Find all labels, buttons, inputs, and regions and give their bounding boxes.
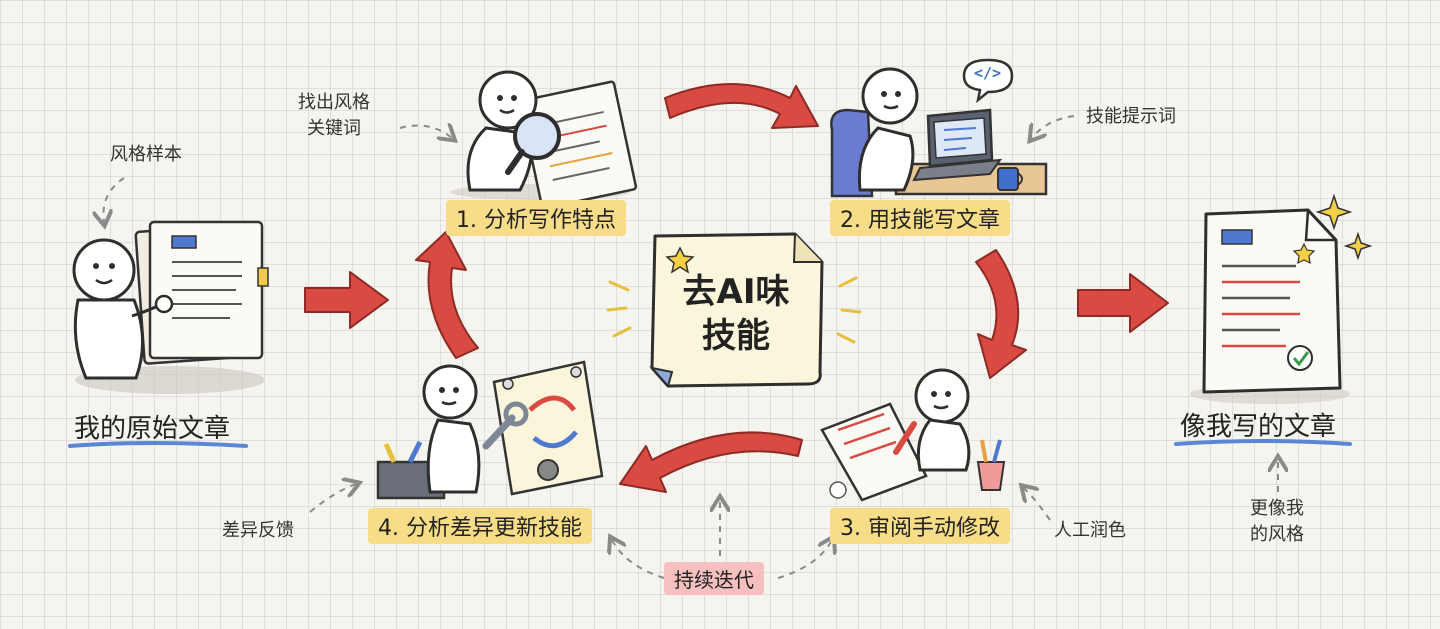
step1-person-magnifier xyxy=(450,72,636,209)
sparkle-icon xyxy=(1346,234,1370,258)
step1-annotation-line1: 找出风格 xyxy=(298,90,370,116)
left-annotation: 风格样本 xyxy=(110,142,182,168)
arrow-step3-to-step4 xyxy=(620,432,802,492)
arrow-step1-to-step2 xyxy=(665,84,818,128)
step3-person-editing xyxy=(822,370,1004,500)
right-finished-document xyxy=(1190,196,1370,404)
step2-annotation: 技能提示词 xyxy=(1086,104,1176,130)
step1-annotation-line2: 关键词 xyxy=(298,116,370,142)
arrow-left-to-cycle xyxy=(305,272,388,328)
right-annotation: 更像我 的风格 xyxy=(1250,496,1304,548)
step3-label: 3. 审阅手动修改 xyxy=(830,508,1010,544)
step4-annotation: 差异反馈 xyxy=(222,518,294,544)
step2-person-laptop xyxy=(831,60,1046,196)
sparkle-icon xyxy=(1318,196,1350,228)
step1-label: 1. 分析写作特点 xyxy=(446,200,626,236)
arrow-step4-to-step1 xyxy=(416,232,478,358)
center-title: 去AI味 技能 xyxy=(656,270,816,358)
center-title-line2: 技能 xyxy=(656,314,816,358)
left-title: 我的原始文章 xyxy=(74,408,230,445)
step3-annotation: 人工润色 xyxy=(1054,518,1126,544)
step4-person-wrench xyxy=(378,362,602,498)
step4-label: 4. 分析差异更新技能 xyxy=(368,508,592,544)
left-person-with-documents xyxy=(74,222,268,394)
arrow-step2-to-step3 xyxy=(976,250,1026,378)
code-icon: </> xyxy=(974,64,1001,82)
step1-annotation: 找出风格 关键词 xyxy=(298,90,370,142)
center-title-line1: 去AI味 xyxy=(656,270,816,314)
right-annotation-line1: 更像我 xyxy=(1250,496,1304,522)
right-title: 像我写的文章 xyxy=(1180,406,1336,443)
right-annotation-line2: 的风格 xyxy=(1250,522,1304,548)
loop-label: 持续迭代 xyxy=(664,562,764,595)
arrow-cycle-to-right xyxy=(1078,274,1168,332)
step2-label: 2. 用技能写文章 xyxy=(830,200,1010,236)
